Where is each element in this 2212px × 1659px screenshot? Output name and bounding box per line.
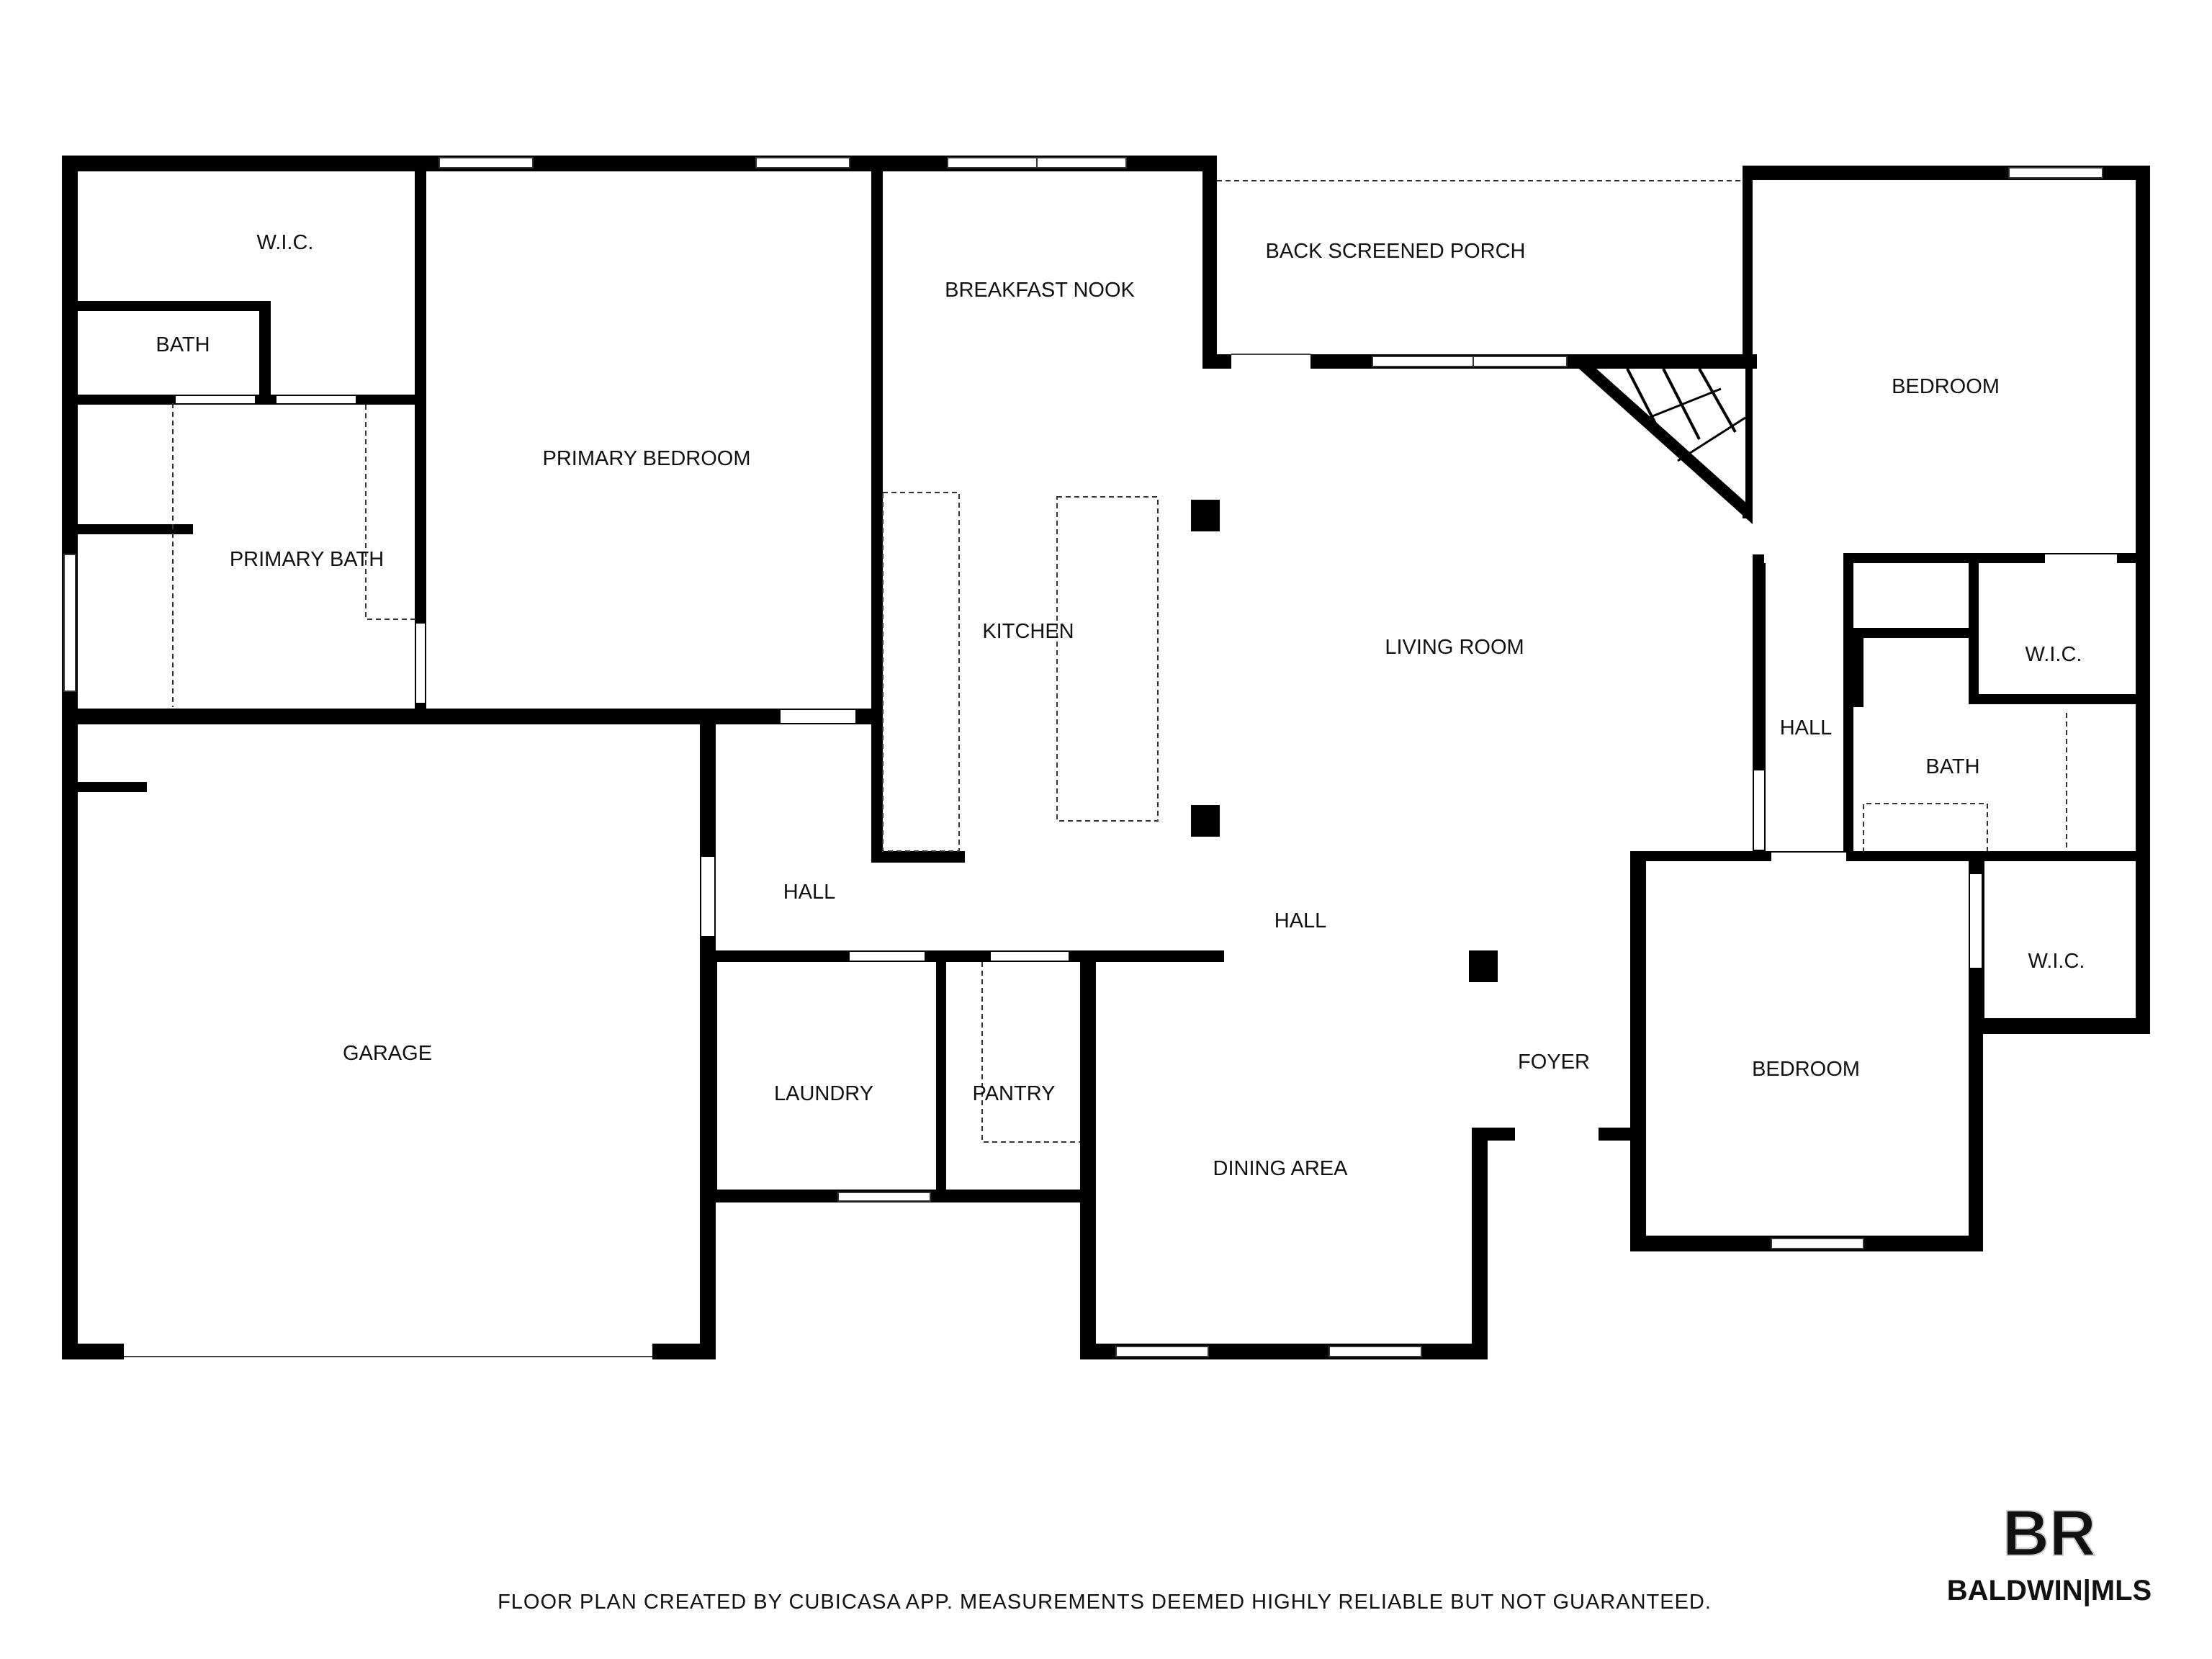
fixtures xyxy=(124,180,2067,1357)
label-primary-bedroom: PRIMARY BEDROOM xyxy=(543,447,751,470)
stair-diagonal xyxy=(1574,364,1753,524)
label-bedroom-se: BEDROOM xyxy=(1752,1058,1860,1081)
label-hall-center: HALL xyxy=(1274,909,1327,932)
baldwin-mls-logo: BR BALDWIN|MLS xyxy=(1947,1497,2152,1606)
label-living-room: LIVING ROOM xyxy=(1385,636,1524,659)
label-wic-east-lower: W.I.C. xyxy=(2028,950,2085,973)
label-foyer: FOYER xyxy=(1518,1051,1590,1074)
label-bath-east: BATH xyxy=(1925,755,1979,778)
label-hall-east: HALL xyxy=(1780,716,1833,739)
label-wic-east-upper: W.I.C. xyxy=(2026,643,2082,666)
label-dining-area: DINING AREA xyxy=(1213,1157,1349,1180)
label-breakfast-nook: BREAKFAST NOOK xyxy=(945,279,1135,302)
label-laundry: LAUNDRY xyxy=(774,1082,873,1105)
label-bath-primary-small: BATH xyxy=(156,333,210,356)
label-kitchen: KITCHEN xyxy=(982,620,1074,643)
walls xyxy=(62,156,2150,1359)
label-primary-bath: PRIMARY BATH xyxy=(230,548,384,571)
label-garage: GARAGE xyxy=(343,1042,432,1065)
label-pantry: PANTRY xyxy=(973,1082,1056,1105)
logo-mark: BR xyxy=(2002,1498,2096,1570)
label-wic-primary: W.I.C. xyxy=(257,231,314,254)
label-hall-west: HALL xyxy=(783,881,836,904)
footer-disclaimer: FLOOR PLAN CREATED BY CUBICASA APP. MEAS… xyxy=(498,1591,1712,1614)
windows xyxy=(63,157,2103,1357)
columns xyxy=(1191,500,1498,982)
logo-name: BALDWIN|MLS xyxy=(1947,1575,2152,1606)
label-back-screened-porch: BACK SCREENED PORCH xyxy=(1266,240,1526,263)
room-labels: W.I.C. BATH PRIMARY BATH PRIMARY BEDROOM… xyxy=(156,231,2085,1180)
label-bedroom-ne: BEDROOM xyxy=(1892,375,2000,398)
door-openings xyxy=(176,396,2117,1139)
